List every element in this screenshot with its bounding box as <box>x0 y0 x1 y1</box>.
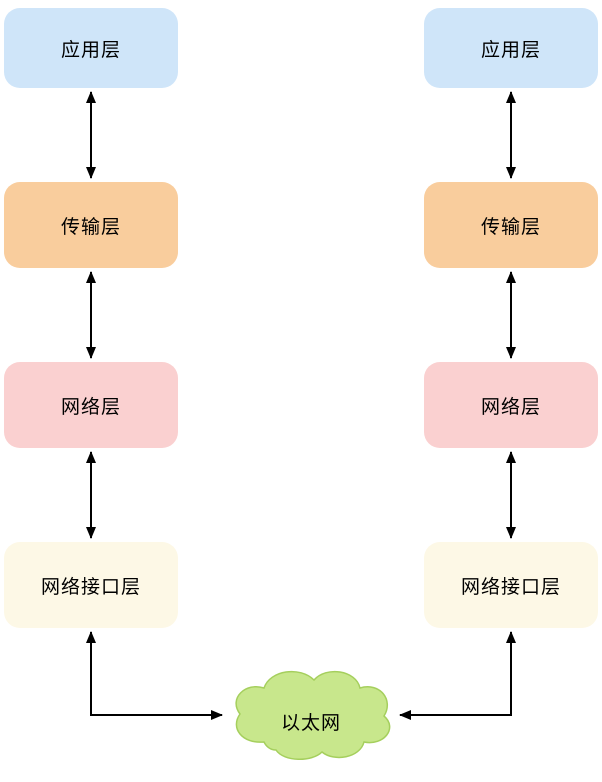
ethernet-label: 以太网 <box>280 712 341 734</box>
right-layer-application-label: 应用层 <box>480 39 541 61</box>
right-layer-application: 应用层 <box>424 8 598 88</box>
ethernet-cloud: 以太网 <box>226 666 396 764</box>
left-layer-application: 应用层 <box>4 8 178 88</box>
right-layer-transport-label: 传输层 <box>480 216 541 238</box>
arrow-right-interface-ethernet <box>399 631 516 720</box>
right-layer-network: 网络层 <box>424 362 598 448</box>
right-layer-network-interface-label: 网络接口层 <box>460 576 561 598</box>
left-layer-transport: 传输层 <box>4 182 178 268</box>
left-layer-network-interface: 网络接口层 <box>4 542 178 628</box>
cloud-outline <box>235 670 391 760</box>
right-layer-network-label: 网络层 <box>480 396 541 418</box>
cloud-shape-icon <box>235 670 391 760</box>
left-layer-network: 网络层 <box>4 362 178 448</box>
right-layer-network-interface: 网络接口层 <box>424 542 598 628</box>
left-layer-network-label: 网络层 <box>60 396 121 418</box>
left-layer-application-label: 应用层 <box>60 39 121 61</box>
left-layer-transport-label: 传输层 <box>60 216 121 238</box>
left-layer-network-interface-label: 网络接口层 <box>40 576 141 598</box>
arrow-left-interface-ethernet <box>86 631 223 720</box>
right-layer-transport: 传输层 <box>424 182 598 268</box>
